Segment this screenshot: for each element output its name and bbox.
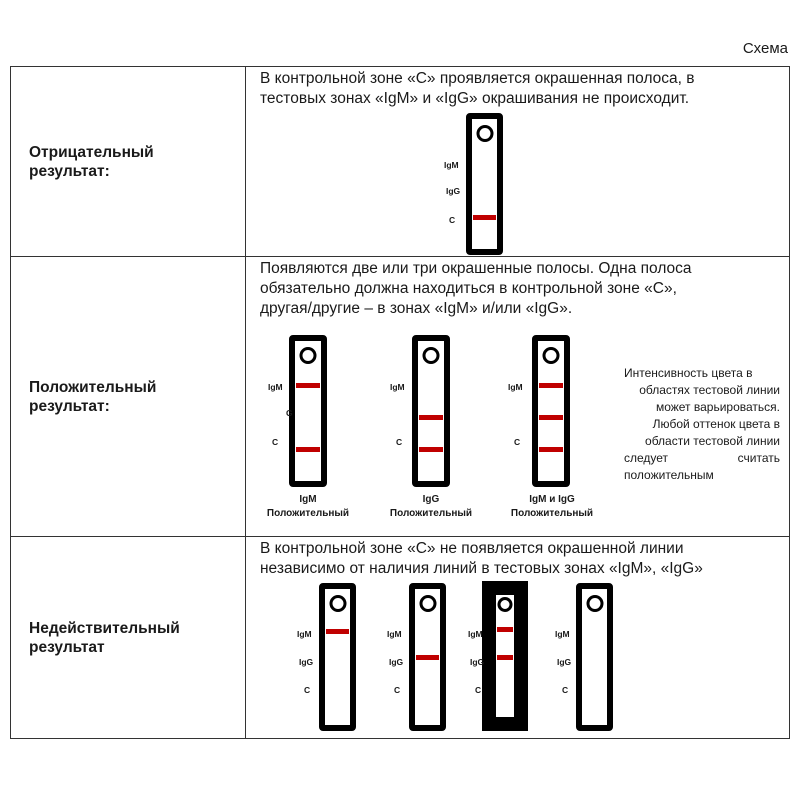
- zone-label-c: C: [514, 437, 521, 447]
- strip-caption: IgM Положительный: [258, 493, 358, 521]
- caption-line-2: Положительный: [510, 508, 594, 519]
- row-invalid: Недействительный результат В контрольной…: [10, 536, 790, 739]
- control-band: [419, 447, 443, 452]
- sample-well-icon: [586, 595, 603, 612]
- desc-line-1: В контрольной зоне «С» проявляется окраш…: [260, 70, 695, 87]
- note-line: может варьироваться.: [655, 400, 780, 414]
- desc-negative: В контрольной зоне «С» проявляется окраш…: [246, 67, 789, 109]
- test-strip-invalid-4: [576, 583, 613, 731]
- igg-band: [497, 655, 513, 660]
- zone-label-igm: IgM: [508, 382, 523, 392]
- cell-negative: В контрольной зоне «С» проявляется окраш…: [245, 66, 790, 257]
- label-line-1: Отрицательный: [29, 143, 154, 161]
- label-line-2: результат: [29, 638, 105, 656]
- igg-band: [419, 415, 443, 420]
- igm-band: [497, 627, 513, 632]
- zone-label-igm: IgM: [390, 382, 405, 392]
- intensity-note: Интенсивность цвета в областях тестовой …: [624, 365, 780, 484]
- desc-line-3: другая/другие – в зонах «IgM» и/или «IgG…: [260, 300, 573, 317]
- cell-invalid: В контрольной зоне «С» не появляется окр…: [245, 536, 790, 739]
- zone-label-igm: IgM: [444, 160, 459, 170]
- strip-caption: IgG Положительный: [381, 493, 481, 521]
- zone-label-igm: IgM: [468, 629, 483, 639]
- zone-label-igg: IgG: [389, 657, 404, 667]
- control-band: [539, 447, 563, 452]
- label-line-1: Положительный: [29, 378, 157, 396]
- test-strip-igg-positive: [412, 335, 450, 487]
- desc-invalid: В контрольной зоне «С» не появляется окр…: [246, 537, 789, 579]
- sample-well-icon: [329, 595, 346, 612]
- sample-well-icon: [299, 347, 317, 364]
- zone-label-c: C: [396, 437, 403, 447]
- note-line: Любой оттенок цвета в: [652, 417, 780, 431]
- sample-well-icon: [542, 347, 560, 364]
- cell-positive: Появляются две или три окрашенные полосы…: [245, 256, 790, 537]
- sample-well-icon: [476, 125, 493, 142]
- zone-label-c: C: [304, 685, 311, 695]
- zone-label-igg: IgG: [470, 657, 485, 667]
- row-negative: Отрицательный результат: В контрольной з…: [10, 66, 790, 257]
- note-line: областях тестовой линии: [639, 383, 780, 397]
- zone-label-c: C: [272, 437, 279, 447]
- label-positive: Положительный результат:: [10, 256, 246, 537]
- test-strip-igm-igg-positive: [532, 335, 570, 487]
- desc-line-1: В контрольной зоне «С» не появляется окр…: [260, 540, 684, 557]
- label-line-2: результат:: [29, 162, 110, 180]
- sample-well-icon: [419, 595, 436, 612]
- test-strip-igm-positive: [289, 335, 327, 487]
- zone-label-igm: IgM: [297, 629, 312, 639]
- note-line: положительным: [624, 468, 714, 482]
- results-table: Отрицательный результат: В контрольной з…: [10, 66, 790, 739]
- sample-well-icon: [422, 347, 440, 364]
- desc-line-2: независимо от наличия линий в тестовых з…: [260, 560, 703, 577]
- zone-label-c: C: [449, 215, 456, 225]
- desc-positive: Появляются две или три окрашенные полосы…: [246, 257, 789, 319]
- desc-line-2: обязательно должна находиться в контроль…: [260, 280, 677, 297]
- note-line: области тестовой линии: [645, 434, 780, 448]
- zone-label-igm: IgM: [268, 382, 283, 392]
- control-band: [473, 215, 496, 220]
- igm-band: [296, 383, 320, 388]
- row-positive: Положительный результат: Появляются две …: [10, 256, 790, 537]
- sample-well-icon: [497, 597, 513, 612]
- test-strip-invalid-2: [409, 583, 446, 731]
- zone-label-igg: IgG: [299, 657, 314, 667]
- igg-band: [539, 415, 563, 420]
- zone-label-igg: IgG: [557, 657, 572, 667]
- zone-label-igm: IgM: [387, 629, 402, 639]
- zone-label-c: C: [475, 685, 482, 695]
- igm-band: [326, 629, 349, 634]
- label-invalid: Недействительный результат: [10, 536, 246, 739]
- test-strip-invalid-3: [482, 581, 528, 731]
- caption-line-2: Положительный: [389, 508, 473, 519]
- label-line-2: результат:: [29, 397, 110, 415]
- schema-caption: Схема: [742, 40, 788, 57]
- test-strip: [466, 113, 503, 255]
- zone-label-igm: IgM: [555, 629, 570, 639]
- strip-caption: IgM и IgG Положительный: [502, 493, 602, 521]
- zone-label-c: C: [394, 685, 401, 695]
- label-negative: Отрицательный результат:: [10, 66, 246, 257]
- desc-line-2: тестовых зонах «IgM» и «IgG» окрашивания…: [260, 90, 690, 107]
- note-line: Интенсивность цвета в: [624, 366, 753, 380]
- caption-line-1: IgG: [422, 494, 440, 505]
- test-strip-invalid-1: [319, 583, 356, 731]
- caption-line-1: IgM и IgG: [529, 494, 575, 505]
- desc-line-1: Появляются две или три окрашенные полосы…: [260, 260, 692, 277]
- zone-label-c: C: [562, 685, 569, 695]
- zone-label-igg: IgG: [446, 186, 461, 196]
- note-line: следует считать: [624, 451, 780, 465]
- igg-band: [416, 655, 439, 660]
- control-band: [296, 447, 320, 452]
- zone-label-igg: G: [286, 408, 293, 418]
- caption-line-2: Положительный: [266, 508, 350, 519]
- igm-band: [539, 383, 563, 388]
- label-line-1: Недействительный: [29, 619, 180, 637]
- caption-line-1: IgM: [299, 494, 317, 505]
